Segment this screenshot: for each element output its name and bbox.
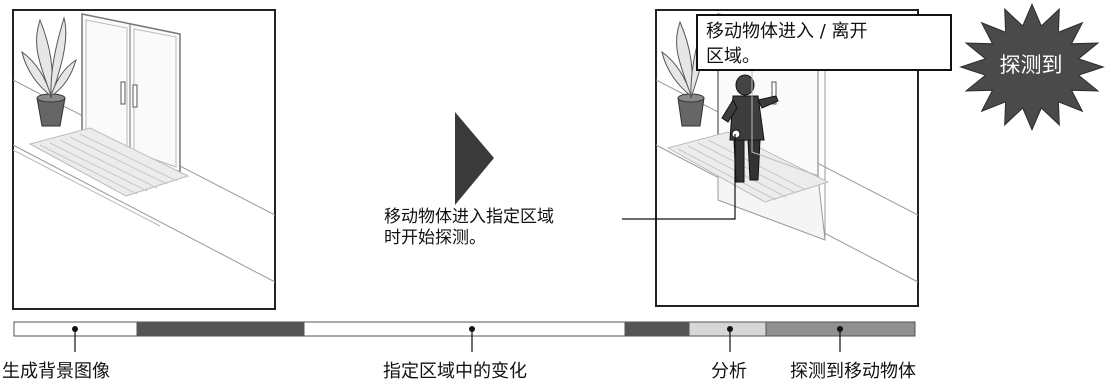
callout-box: 移动物体进入 / 离开 区域。 [696, 14, 952, 71]
callout-line-2: 区域。 [706, 46, 760, 67]
detected-starburst: 探测到 [959, 3, 1105, 131]
scene-before-frame [12, 9, 276, 310]
detected-label: 探测到 [1000, 53, 1063, 77]
process-timeline [13, 321, 916, 352]
label-moving-object-detected: 探测到移动物体 [790, 361, 916, 382]
transition-arrow [455, 112, 494, 205]
start-detection-annotation: 移动物体进入指定区域 时开始探测。 [384, 207, 554, 249]
timeline-segment [303, 321, 626, 337]
timeline-segment [624, 321, 690, 337]
doorway-scene-empty [13, 13, 275, 283]
person-figure [721, 74, 779, 183]
timeline-segment [136, 321, 305, 337]
label-change-in-area: 指定区域中的变化 [383, 361, 527, 382]
annotation-line-2: 时开始探测。 [384, 228, 486, 248]
label-analysis: 分析 [711, 361, 747, 382]
callout-line-1: 移动物体进入 / 离开 [706, 21, 868, 42]
annotation-leader-line [622, 134, 736, 220]
annotation-line-1: 移动物体进入指定区域 [384, 207, 554, 227]
label-generate-background: 生成背景图像 [2, 361, 110, 382]
